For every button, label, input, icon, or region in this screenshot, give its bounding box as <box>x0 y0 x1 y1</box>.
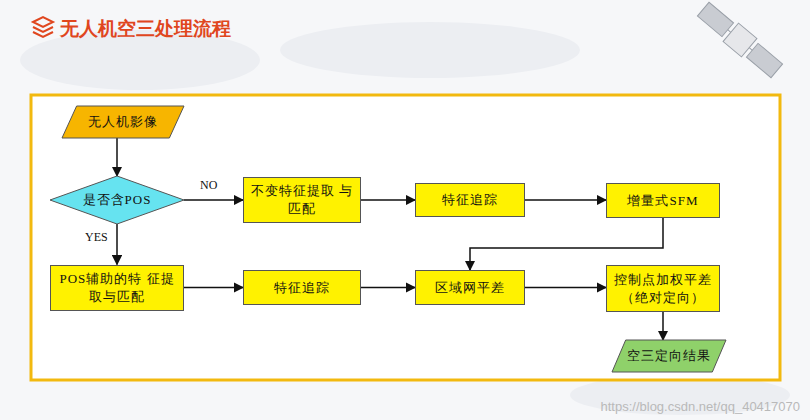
node-text: 是否含POS <box>83 191 152 209</box>
node-text: 无人机影像 <box>88 113 158 131</box>
diagram-frame <box>31 95 780 380</box>
watermark: https://blog.csdn.net/qq_40417070 <box>601 399 801 414</box>
flow-arrow <box>525 199 606 201</box>
node-text: 区域网平差 <box>435 279 505 297</box>
input-parallelogram: 无人机影像 <box>62 106 184 138</box>
process-box: 不变特征提取 与匹配 <box>243 177 361 223</box>
flow-arrow <box>662 312 664 340</box>
node-text: 特征追踪 <box>442 191 498 209</box>
layers-icon <box>33 17 53 37</box>
flow-arrow <box>116 224 118 265</box>
node-text: 控制点加权平差 （绝对定向） <box>612 271 714 306</box>
process-box: 增量式SFM <box>606 183 720 218</box>
process-box: POS辅助的特 征提取与匹配 <box>50 265 184 311</box>
flow-arrow <box>184 199 243 201</box>
edge-label: NO <box>198 178 219 193</box>
node-text: 增量式SFM <box>627 192 698 210</box>
flow-arrow <box>361 287 415 289</box>
node-text: POS辅助的特 征提取与匹配 <box>56 270 178 305</box>
process-box: 特征追踪 <box>243 270 361 305</box>
output-parallelogram: 空三定向结果 <box>612 340 726 372</box>
edge-label: YES <box>83 230 110 245</box>
flow-arrow <box>184 287 243 289</box>
node-text: 特征追踪 <box>274 279 330 297</box>
flow-arrow <box>116 138 118 176</box>
process-box: 区域网平差 <box>415 270 525 305</box>
satellite-illustration <box>696 0 785 80</box>
page-title: 无人机空三处理流程 <box>60 16 231 42</box>
flow-arrow <box>470 218 663 270</box>
process-box: 控制点加权平差 （绝对定向） <box>606 265 720 312</box>
flow-arrow <box>361 199 415 201</box>
node-text: 空三定向结果 <box>627 347 711 365</box>
world-map-ghost <box>20 22 790 415</box>
node-text: 不变特征提取 与匹配 <box>249 182 355 217</box>
flow-arrow <box>525 287 606 289</box>
decision-diamond: 是否含POS <box>50 176 184 224</box>
process-box: 特征追踪 <box>415 183 525 217</box>
